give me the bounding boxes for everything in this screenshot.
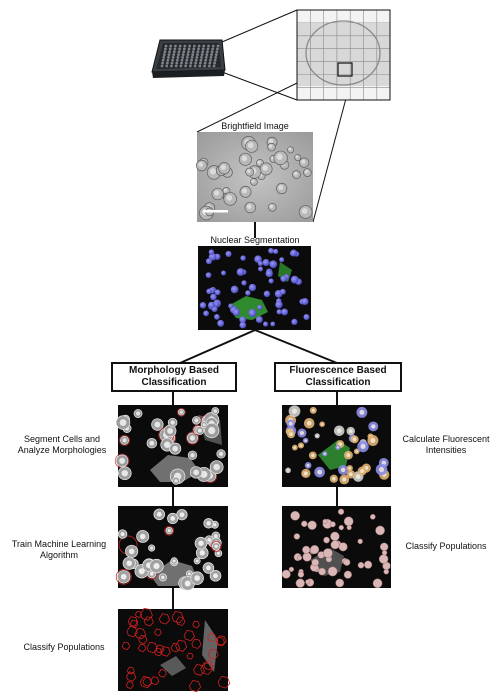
nuclear-segmentation-label: Nuclear Segmentation	[210, 235, 300, 245]
nuclear-segmentation-image	[198, 246, 311, 330]
brightfield-image	[196, 132, 313, 222]
fluorescent-intensities-image	[282, 405, 391, 487]
morphology-classification-box: Morphology Based Classification	[111, 362, 237, 392]
well-plate-icon	[151, 39, 226, 78]
classify-left-image	[118, 607, 231, 693]
train-label-line2: Algorithm	[39, 550, 78, 560]
train-label-line1: Train Machine Learning	[11, 539, 107, 549]
classify-left-label: Classify Populations	[23, 642, 105, 652]
train-ml-label: Train Machine Learning Algorithm	[2, 539, 116, 561]
morphology-box-line2: Classification	[141, 377, 207, 388]
segment-cells-label: Segment Cells and Analyze Morphologies	[8, 434, 116, 456]
fluorescence-box-line1: Fluorescence Based	[289, 365, 387, 376]
classify-right-image	[281, 506, 391, 589]
train-ml-image	[115, 506, 228, 591]
brightfield-label: Brightfield Image	[221, 121, 289, 131]
morphology-box-line1: Morphology Based	[128, 365, 219, 376]
fluorescence-box-line2: Classification	[305, 377, 371, 388]
classify-right-label: Classify Populations	[405, 541, 487, 551]
calculate-label-line1: Calculate Fluorescent	[402, 434, 490, 444]
segment-label-line2: Analyze Morphologies	[17, 445, 107, 455]
scale-bar	[203, 210, 228, 213]
calculate-label-line2: Intensities	[425, 445, 467, 455]
fluorescence-classification-box: Fluorescence Based Classification	[274, 362, 402, 392]
well-zoom-grid	[296, 9, 391, 101]
segment-label-line1: Segment Cells and	[23, 434, 101, 444]
segment-cells-image	[114, 405, 228, 487]
calculate-intensities-label: Calculate Fluorescent Intensities	[394, 434, 498, 456]
